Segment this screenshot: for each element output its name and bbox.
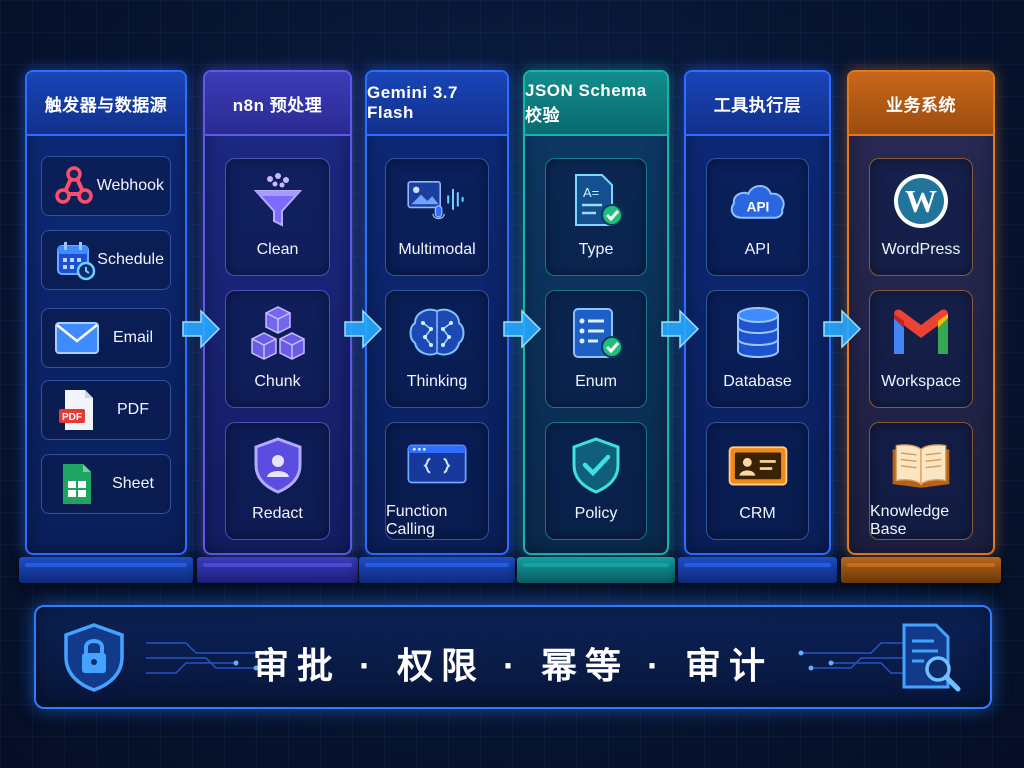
column-title: JSON Schema 校验 xyxy=(525,72,667,136)
brain-icon xyxy=(405,301,469,365)
source-webhook[interactable]: Webhook xyxy=(41,156,171,216)
multimodal-icon xyxy=(405,169,469,233)
column-base xyxy=(678,557,837,583)
api-cloud-icon: API xyxy=(726,169,790,233)
system-label: Knowledge Base xyxy=(870,503,950,538)
doc-search-icon xyxy=(902,623,961,692)
step-label: Redact xyxy=(252,505,303,522)
book-icon xyxy=(889,433,953,495)
cubes-icon xyxy=(246,301,310,365)
step-multimodal[interactable]: Multimodal xyxy=(385,158,489,276)
api-cloud-text: API xyxy=(746,199,769,214)
system-label: Workspace xyxy=(881,373,961,390)
column-triggers: 触发器与数据源 Webhook xyxy=(19,70,193,583)
column-base xyxy=(841,557,1001,583)
tool-label: Database xyxy=(723,373,792,390)
svg-text:W: W xyxy=(905,183,937,219)
flow-arrow-icon xyxy=(182,309,221,349)
step-clean[interactable]: Clean xyxy=(225,158,330,276)
step-label: Policy xyxy=(574,505,618,522)
source-sheet[interactable]: Sheet xyxy=(41,454,171,514)
lock-shield-icon xyxy=(64,623,124,692)
gmail-icon xyxy=(889,301,953,365)
column-base xyxy=(197,557,358,583)
step-function-calling[interactable]: Function Calling xyxy=(385,422,489,540)
system-label: WordPress xyxy=(881,241,961,258)
svg-text:A=: A= xyxy=(583,185,599,200)
funnel-icon xyxy=(246,169,310,233)
tool-api[interactable]: API API xyxy=(706,158,809,276)
source-label: Schedule xyxy=(97,251,164,268)
flow-arrow-icon xyxy=(661,309,700,349)
system-wordpress[interactable]: W WordPress xyxy=(869,158,973,276)
calendar-icon xyxy=(52,237,97,283)
tool-database[interactable]: Database xyxy=(706,290,809,408)
circuit-lines-icon xyxy=(146,642,269,674)
column-title: 业务系统 xyxy=(849,72,993,136)
webhook-icon xyxy=(52,163,97,209)
code-window-icon xyxy=(405,433,469,495)
column-preprocess: n8n 预处理 Clean xyxy=(197,70,358,583)
step-enum[interactable]: Enum xyxy=(545,290,647,408)
step-label: Multimodal xyxy=(398,241,476,258)
tool-label: API xyxy=(744,241,771,258)
shield-check-icon xyxy=(564,433,628,497)
mail-icon xyxy=(52,315,102,361)
step-label: Thinking xyxy=(406,373,468,390)
source-pdf[interactable]: PDF PDF xyxy=(41,380,171,440)
source-schedule[interactable]: Schedule xyxy=(41,230,171,290)
column-tools: 工具执行层 API API xyxy=(678,70,837,583)
step-type[interactable]: A= Type xyxy=(545,158,647,276)
flow-arrow-icon xyxy=(503,309,542,349)
tool-crm[interactable]: CRM xyxy=(706,422,809,540)
database-icon xyxy=(726,301,790,365)
sheet-icon xyxy=(52,461,102,507)
source-label: Webhook xyxy=(96,177,164,194)
step-label: Enum xyxy=(575,373,617,390)
column-base xyxy=(359,557,515,583)
step-chunk[interactable]: Chunk xyxy=(225,290,330,408)
wordpress-icon: W xyxy=(889,169,953,233)
system-workspace[interactable]: Workspace xyxy=(869,290,973,408)
source-label: Email xyxy=(112,329,153,346)
step-redact[interactable]: Redact xyxy=(225,422,330,540)
list-check-icon xyxy=(564,301,628,365)
column-business: 业务系统 W WordPress Works xyxy=(841,70,1001,583)
governance-bar: 审批 · 权限 · 幂等 · 审计 xyxy=(34,605,992,709)
step-label: Chunk xyxy=(254,373,301,390)
pdf-icon-text: PDF xyxy=(62,412,82,423)
column-base xyxy=(517,557,675,583)
pdf-icon: PDF xyxy=(52,387,102,433)
flow-arrow-icon xyxy=(344,309,383,349)
step-label: Clean xyxy=(256,241,299,258)
column-base xyxy=(19,557,193,583)
tool-label: CRM xyxy=(739,505,776,522)
step-thinking[interactable]: Thinking xyxy=(385,290,489,408)
step-label: Type xyxy=(578,241,614,258)
source-email[interactable]: Email xyxy=(41,308,171,368)
system-knowledge-base[interactable]: Knowledge Base xyxy=(869,422,973,540)
column-gemini: Gemini 3.7 Flash Multimodal xyxy=(359,70,515,583)
column-title: n8n 预处理 xyxy=(205,72,350,136)
governance-title: 审批 · 权限 · 幂等 · 审计 xyxy=(253,645,773,686)
column-title: 触发器与数据源 xyxy=(27,72,185,136)
source-label: PDF xyxy=(117,401,149,418)
source-label: Sheet xyxy=(112,475,154,492)
step-policy[interactable]: Policy xyxy=(545,422,647,540)
column-title: 工具执行层 xyxy=(686,72,829,136)
doc-check-icon: A= xyxy=(564,169,628,233)
column-schema: JSON Schema 校验 A= Type xyxy=(517,70,675,583)
step-label: Function Calling xyxy=(386,503,448,538)
flow-arrow-icon xyxy=(823,309,862,349)
column-title: Gemini 3.7 Flash xyxy=(367,72,507,136)
shield-user-icon xyxy=(246,433,310,497)
crm-card-icon xyxy=(726,433,790,497)
